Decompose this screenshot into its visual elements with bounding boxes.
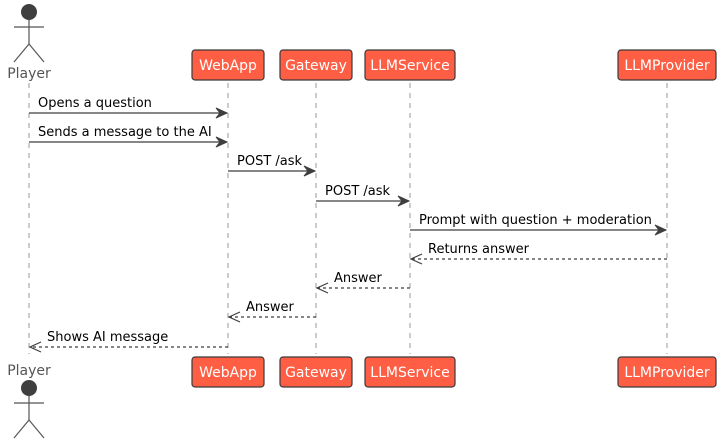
participant-label: WebApp: [199, 58, 257, 74]
participant-box: [617, 356, 717, 388]
message-label: POST /ask: [237, 154, 303, 169]
message-6: Returns answer: [409, 242, 667, 265]
participant-llmprovider-bottom: LLMProvider: [617, 356, 717, 388]
participant-llmservice-top: LLMService: [364, 49, 456, 81]
message-label: POST /ask: [325, 184, 391, 199]
participant-llmprovider-top: LLMProvider: [617, 49, 717, 81]
participant-label: LLMProvider: [624, 58, 710, 74]
message-7: Answer: [315, 271, 410, 294]
message-4: POST /ask: [316, 184, 411, 207]
message-5: Prompt with question + moderation: [410, 213, 668, 236]
participant-box: [191, 356, 265, 388]
actor-label: Player: [7, 363, 51, 379]
actor-head-icon: [21, 380, 37, 396]
arrow-head-icon: [397, 195, 411, 207]
arrow-head-icon: [303, 165, 317, 177]
actor-right-leg: [28, 419, 45, 439]
message-2: Sends a message to the AI: [29, 125, 229, 148]
arrow-head-icon: [315, 282, 329, 294]
participant-label: LLMService: [370, 58, 449, 74]
actor-left-leg: [13, 419, 30, 439]
arrow-head-icon: [215, 107, 229, 119]
actor-left-leg: [13, 43, 30, 63]
participant-box: [279, 49, 353, 81]
participant-box: [191, 49, 265, 81]
message-9: Shows AI message: [28, 330, 228, 353]
participant-gateway-top: Gateway: [279, 49, 353, 81]
actor-right-leg: [28, 43, 45, 63]
message-3: POST /ask: [228, 154, 317, 177]
participant-label: Gateway: [285, 58, 347, 74]
arrow-head-icon: [409, 253, 423, 265]
participant-webapp-top: WebApp: [191, 49, 265, 81]
participant-box: [364, 49, 456, 81]
participant-gateway-bottom: Gateway: [279, 356, 353, 388]
message-label: Answer: [246, 300, 295, 315]
message-label: Prompt with question + moderation: [419, 213, 652, 228]
arrow-head-icon: [215, 136, 229, 148]
arrow-head-icon: [227, 311, 241, 323]
participant-webapp-bottom: WebApp: [191, 356, 265, 388]
participant-label: LLMProvider: [624, 365, 710, 381]
message-label: Answer: [334, 271, 383, 286]
participant-box: [617, 49, 717, 81]
actor-player-top: Player: [7, 4, 51, 82]
participant-label: Gateway: [285, 365, 347, 381]
actor-label: Player: [7, 66, 51, 82]
arrow-head-icon: [654, 224, 668, 236]
message-1: Opens a question: [29, 96, 229, 119]
arrow-head-icon: [28, 341, 42, 353]
participant-box: [279, 356, 353, 388]
actor-player-bottom: Player: [7, 363, 51, 439]
message-label: Opens a question: [38, 96, 152, 111]
participant-llmservice-bottom: LLMService: [364, 356, 456, 388]
participant-label: LLMService: [370, 365, 449, 381]
participant-box: [364, 356, 456, 388]
message-label: Returns answer: [428, 242, 530, 257]
participant-label: WebApp: [199, 365, 257, 381]
message-label: Sends a message to the AI: [38, 125, 212, 140]
message-8: Answer: [227, 300, 316, 323]
actor-head-icon: [21, 4, 37, 20]
message-label: Shows AI message: [47, 330, 168, 345]
